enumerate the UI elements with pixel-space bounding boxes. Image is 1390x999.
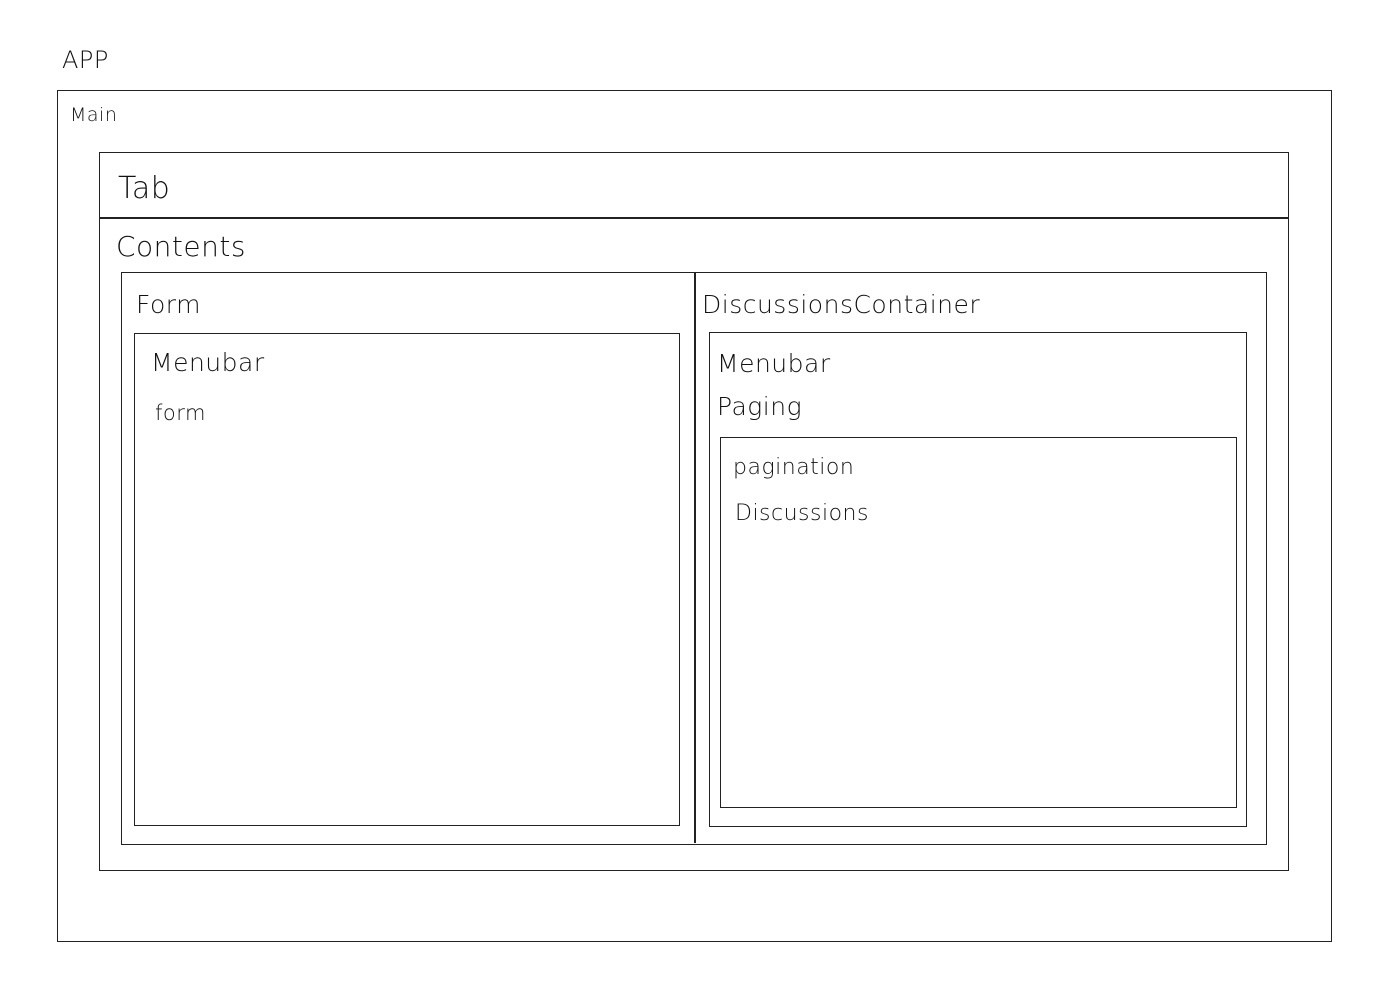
contents-label: Contents: [116, 230, 246, 263]
paging-box: [720, 437, 1237, 808]
form-label: Form: [136, 290, 201, 319]
form-inner-box: [134, 333, 680, 826]
tab-divider: [99, 217, 1289, 219]
tab-label: Tab: [118, 171, 171, 206]
main-label: Main: [70, 104, 118, 126]
discussions-container-label: DiscussionsContainer: [702, 290, 981, 319]
discussions-label: Discussions: [735, 501, 869, 526]
form-menubar-label: Menubar: [151, 348, 265, 377]
pagination-label: pagination: [733, 455, 855, 480]
discussions-menubar-label: Menubar: [717, 349, 831, 378]
tab-contents-box: [99, 152, 1289, 871]
form-form-label: form: [155, 401, 206, 425]
paging-label: Paging: [717, 392, 803, 421]
discussions-inner-box: [709, 332, 1247, 827]
contents-divider: [694, 272, 696, 843]
main-box: [57, 90, 1332, 942]
app-label: APP: [62, 46, 109, 74]
